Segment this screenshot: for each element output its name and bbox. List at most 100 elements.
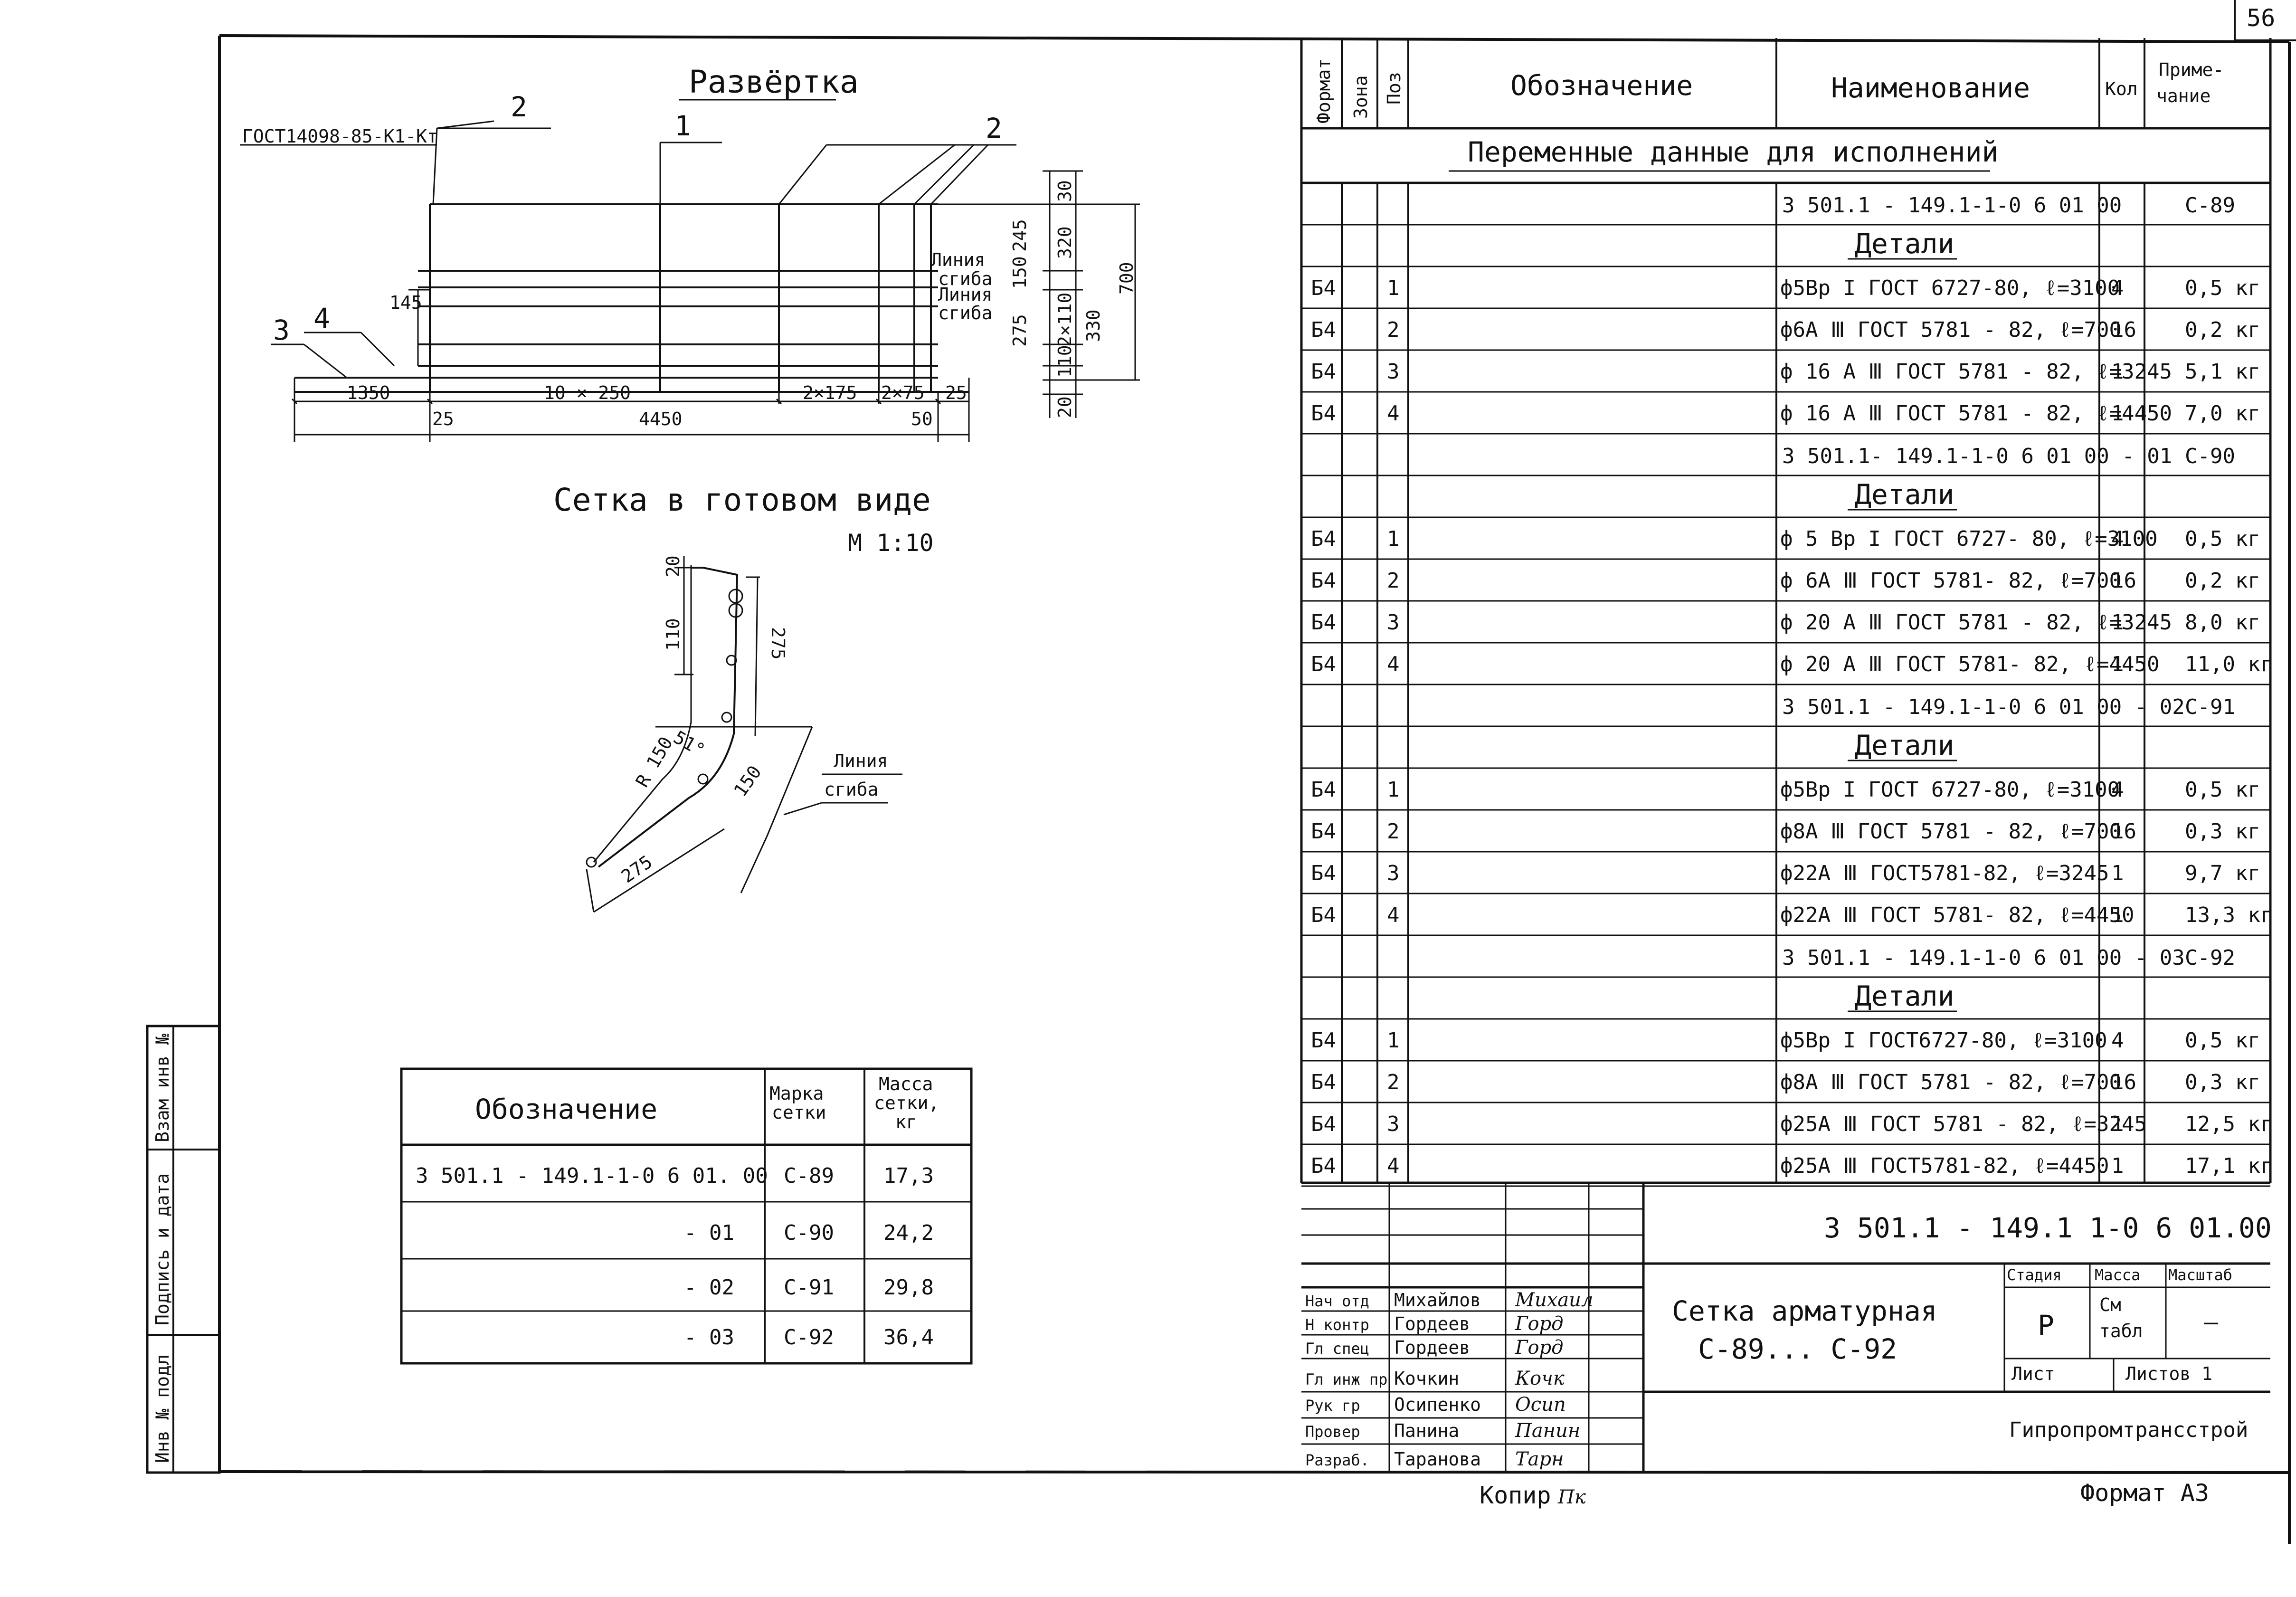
mass-row-4-mass: 36,4 [883, 1325, 934, 1350]
spec-header-designation: Обозначение [1510, 69, 1693, 102]
mass-row-2-mass: 24,2 [883, 1221, 934, 1245]
spec-item-name: ф22А Ⅲ ГОСТ5781-82, ℓ=3245 [1780, 861, 2109, 885]
dim-25-left: 25 [432, 409, 454, 429]
spec-item-pos: 2 [1387, 1070, 1400, 1094]
spec-item-qty: 1 [2111, 360, 2124, 384]
mass-header-mark-1: Марка [769, 1083, 824, 1104]
ready-dim-150: 150 [730, 762, 765, 800]
spec-details-heading: Детали [1855, 478, 1954, 511]
ready-bend-line-a: Линия [834, 751, 888, 771]
side-stamp: Инв № подл Подпись и дата Взам инв № [146, 1025, 221, 1474]
spec-item-qty: 1 [2111, 610, 2124, 635]
spec-item-mass: 9,7 кг [2185, 861, 2260, 885]
mass-row-1-mark: С-89 [784, 1164, 834, 1188]
dim-1350: 1350 [347, 382, 390, 403]
spec-item-qty: 1 [2111, 1112, 2124, 1136]
spec-item-mass: 0,5 кг [2185, 778, 2260, 802]
ready-view-drawing: Сетка в готовом виде М 1:10 20 110 275 5… [553, 482, 934, 913]
ready-dim-20: 20 [663, 555, 683, 577]
spec-group-code: 3 501.1 - 149.1-1-0 6 01 00 - 02 [1782, 695, 2185, 719]
staff-role: Нач отд [1305, 1292, 1369, 1310]
spec-item-name: ф 20 А Ⅲ ГОСТ 5781- 82, ℓ=4450 [1780, 652, 2159, 676]
ready-dim-275-bottom: 275 [617, 851, 656, 887]
spec-item-mass: 17,1 кг [2185, 1154, 2273, 1178]
unfold-title: Развёртка [689, 64, 859, 100]
side-stamp-replace: Взам инв № [152, 1034, 173, 1142]
dim-275: 275 [1009, 314, 1030, 347]
spec-item-pos: 1 [1387, 527, 1400, 551]
callout-2-left: 2 [511, 91, 527, 123]
spec-item-pos: 3 [1387, 1112, 1400, 1136]
spec-header-note-2: чание [2156, 86, 2211, 106]
spec-item-qty: 16 [2111, 569, 2136, 593]
spec-item-mass: 7,0 кг [2185, 401, 2260, 426]
bend-line-1a: Линия [931, 249, 985, 270]
spec-header-format: Формат [1313, 58, 1334, 124]
spec-item-qty: 4 [2111, 527, 2124, 551]
spec-item-name: ф5Вр I ГОСТ 6727-80, ℓ=3100 [1780, 276, 2120, 300]
ready-dim-r150: R 150 [632, 733, 677, 790]
spec-item-name: ф25А Ⅲ ГОСТ5781-82, ℓ=4450 [1780, 1154, 2109, 1178]
dim-700: 700 [1116, 262, 1137, 295]
spec-header-note-1: Приме- [2159, 59, 2224, 80]
spec-header-pos: Поз [1384, 72, 1404, 105]
spec-item-pos: 4 [1387, 401, 1400, 426]
spec-item-name: ф8А Ⅲ ГОСТ 5781 - 82, ℓ=700 [1780, 1070, 2122, 1094]
spec-item-qty: 16 [2111, 1070, 2136, 1094]
mass-row-2-designation: - 01 [684, 1221, 734, 1245]
mass-header-mass-1: Масса [879, 1074, 933, 1094]
page-number-box: 56 [2234, 0, 2296, 41]
bend-line-2b: сгиба [938, 303, 992, 323]
mass-row-3-mass: 29,8 [883, 1275, 934, 1300]
ready-scale: М 1:10 [848, 529, 934, 557]
spec-header-name: Наименование [1831, 72, 2030, 104]
spec-item-mass: 0,5 кг [2185, 276, 2260, 300]
copied-label: Копир [1480, 1482, 1551, 1509]
staff-role: Провер [1305, 1423, 1360, 1441]
spec-item-name: ф25А Ⅲ ГОСТ 5781 - 82, ℓ=3245 [1780, 1112, 2147, 1136]
spec-item-name: ф6А Ⅲ ГОСТ 5781 - 82, ℓ=700 [1780, 318, 2122, 342]
spec-group-code: 3 501.1 - 149.1-1-0 6 01 00 [1782, 193, 2122, 218]
spec-item-pos: 2 [1387, 819, 1400, 844]
spec-group-mark: С-89 [2185, 193, 2235, 218]
spec-item-mass: 5,1 кг [2185, 360, 2260, 384]
dim-150: 150 [1009, 256, 1030, 289]
spec-item-mass: 13,3 кг [2185, 903, 2273, 927]
spec-item-qty: 4 [2111, 778, 2124, 802]
spec-item-mass: 0,2 кг [2185, 569, 2260, 593]
spec-item-mass: 11,0 кг [2185, 652, 2273, 676]
staff-name: Панина [1394, 1420, 1459, 1441]
spec-item-qty: 16 [2111, 318, 2136, 342]
dim-20: 20 [1054, 396, 1075, 418]
spec-item-format: Б4 [1311, 652, 1336, 676]
spec-item-mass: 0,5 кг [2185, 1028, 2260, 1053]
doc-title-2: С-89... С-92 [1698, 1333, 1897, 1365]
staff-name: Таранова [1394, 1449, 1481, 1470]
spec-item-pos: 2 [1387, 318, 1400, 342]
spec-details-heading: Детали [1855, 228, 1954, 260]
doc-title-1: Сетка арматурная [1672, 1295, 1937, 1327]
spec-item-format: Б4 [1311, 1028, 1336, 1053]
mass-value-2: табл [2099, 1321, 2143, 1341]
mass-label: Масса [2095, 1266, 2140, 1284]
mass-header-mark-2: сетки [772, 1102, 826, 1123]
spec-item-qty: 1 [2111, 401, 2124, 426]
spec-item-pos: 4 [1387, 652, 1400, 676]
staff-signature: Горд [1515, 1337, 1564, 1359]
spec-item-format: Б4 [1311, 819, 1336, 844]
spec-item-qty: 4 [2111, 1028, 2124, 1053]
spec-item-format: Б4 [1311, 318, 1336, 342]
bend-line-2a: Линия [938, 284, 992, 305]
staff-signature: Горд [1515, 1313, 1564, 1335]
spec-item-name: ф 5 Вр I ГОСТ 6727- 80, ℓ=3100 [1780, 527, 2158, 551]
ready-title: Сетка в готовом виде [553, 482, 931, 518]
mass-header-designation: Обозначение [475, 1093, 657, 1125]
spec-item-format: Б4 [1311, 1070, 1336, 1094]
spec-item-name: ф5Вр I ГОСТ 6727-80, ℓ=3100 [1780, 778, 2120, 802]
staff-signature: Осип [1515, 1394, 1566, 1416]
spec-item-mass: 0,2 кг [2185, 318, 2260, 342]
stage-label: Стадия [2007, 1266, 2062, 1284]
spec-item-pos: 3 [1387, 610, 1400, 635]
spec-group-mark: С-92 [2185, 946, 2235, 970]
